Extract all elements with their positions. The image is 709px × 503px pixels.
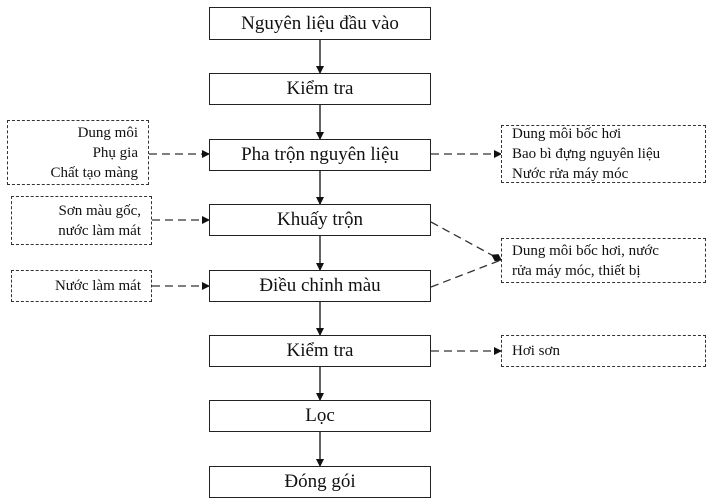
step-label: Pha trộn nguyên liệu — [241, 144, 399, 165]
output-box-stir-color: Dung môi bốc hơi, nước rửa máy móc, thiế… — [501, 238, 706, 283]
input-box-color: Nước làm mát — [11, 270, 152, 302]
output-line: rửa máy móc, thiết bị — [512, 262, 641, 279]
output-arrow-stirring — [430, 221, 502, 262]
output-line: Nước rửa máy móc — [512, 166, 629, 182]
input-line: Dung môi — [77, 124, 138, 141]
output-line: Dung môi bốc hơi — [512, 126, 622, 142]
step-mixing: Pha trộn nguyên liệu — [209, 139, 431, 171]
output-line: Dung môi bốc hơi, nước — [512, 242, 659, 259]
step-inspection-2: Kiểm tra — [209, 335, 431, 367]
input-line: Chất tạo màng — [50, 164, 138, 181]
input-box-mixing: Dung môi Phụ gia Chất tạo màng — [7, 120, 149, 185]
step-color-adjust: Điều chỉnh màu — [209, 270, 431, 302]
input-box-stirring: Sơn màu gốc, nước làm mát — [11, 196, 152, 245]
output-box-mixing: Dung môi bốc hơi Bao bì đựng nguyên liệu… — [501, 125, 706, 183]
step-label: Kiểm tra — [286, 340, 354, 361]
step-label: Nguyên liệu đầu vào — [241, 12, 399, 34]
step-stirring: Khuấy trộn — [209, 204, 431, 236]
step-filtering: Lọc — [209, 400, 431, 432]
input-line: Sơn màu gốc, — [58, 202, 141, 219]
step-raw-materials: Nguyên liệu đầu vào — [209, 7, 431, 40]
step-label: Đóng gói — [284, 471, 356, 492]
step-packaging: Đóng gói — [209, 466, 431, 498]
step-label: Khuấy trộn — [276, 209, 363, 230]
output-box-inspection: Hơi sơn — [501, 335, 706, 367]
output-line: Bao bì đựng nguyên liệu — [512, 146, 661, 162]
output-line: Hơi sơn — [512, 343, 560, 359]
step-label: Kiểm tra — [286, 78, 354, 99]
step-inspection-1: Kiểm tra — [209, 73, 431, 105]
output-arrow-color — [430, 259, 502, 288]
input-line: nước làm mát — [58, 222, 141, 239]
input-line: Phụ gia — [92, 144, 138, 161]
step-label: Điều chỉnh màu — [259, 275, 381, 296]
input-line: Nước làm mát — [54, 278, 141, 294]
step-label: Lọc — [305, 405, 335, 426]
